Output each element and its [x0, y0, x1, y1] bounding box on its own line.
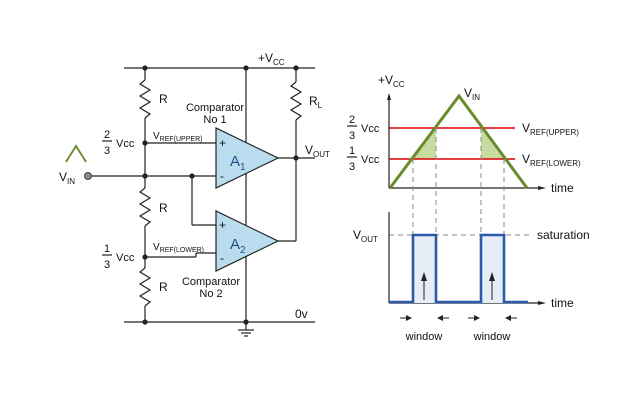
svg-text:VREF(UPPER): VREF(UPPER): [153, 131, 202, 143]
comparator-2-symbol: A: [230, 236, 240, 253]
comparator-1-title: Comparator: [186, 102, 244, 114]
svg-text:VOUT: VOUT: [353, 228, 378, 244]
window-label-1: window: [405, 331, 443, 343]
circuit-vref-lower-label: V: [153, 242, 160, 253]
comparator-2: [215, 210, 280, 272]
comparator-1-number: No 1: [203, 114, 226, 126]
svg-text:3: 3: [104, 145, 110, 157]
resistor-bottom: [138, 267, 152, 307]
svg-text:A2: A2: [230, 236, 246, 256]
graph-vout-label: V: [353, 228, 361, 242]
graph-lower-fraction: 1 3 Vcc: [347, 145, 380, 173]
window-marker-1: [400, 315, 449, 321]
comparator-1: [215, 127, 280, 189]
time-arrow-icon: [538, 301, 546, 305]
graph-saturation-label: saturation: [537, 228, 590, 242]
svg-text:+VCC: +VCC: [258, 51, 285, 67]
svg-text:RL: RL: [309, 94, 323, 110]
vout-square-wave: [389, 233, 528, 304]
comparator-2-title: Comparator: [182, 276, 240, 288]
output-pulse-2: [481, 235, 504, 303]
svg-text:Vcc: Vcc: [116, 138, 135, 150]
svg-text:2: 2: [104, 129, 110, 141]
circuit-vcc-label: +V: [258, 51, 273, 65]
svg-text:Vcc: Vcc: [361, 154, 380, 166]
window-up-arrow-icon: [421, 272, 427, 281]
vin-terminal: [84, 172, 92, 180]
svg-text:3: 3: [349, 161, 355, 173]
svg-text:VIN: VIN: [59, 170, 75, 186]
window-label-2: window: [473, 331, 511, 343]
circuit-lower-fraction: 1 3 Vcc: [102, 243, 135, 271]
circuit-vin-label: V: [59, 170, 67, 184]
output-pulse-1: [413, 235, 436, 303]
load-resistor: [289, 81, 303, 121]
svg-text:VOUT: VOUT: [305, 143, 330, 159]
comparator-2-number: No 2: [199, 288, 222, 300]
svg-text:A1: A1: [230, 153, 246, 173]
comparator-1-plus: +: [219, 136, 226, 150]
svg-text:VIN: VIN: [464, 86, 480, 102]
svg-text:1: 1: [104, 243, 110, 255]
circuit-vref-upper-label: V: [153, 131, 160, 142]
waveform-graphs: +VCC VIN 2 3 Vcc 1 3 Vcc VREF(UPPER) VRE…: [347, 73, 590, 343]
svg-text:1: 1: [349, 145, 355, 157]
svg-text:2: 2: [349, 114, 355, 126]
ground-icon: [238, 329, 254, 337]
svg-text:Vcc: Vcc: [361, 123, 380, 135]
resistor-top: [138, 79, 152, 119]
window-up-arrow-icon: [489, 272, 495, 281]
graph-time-label-bottom: time: [551, 296, 574, 310]
svg-text:VREF(LOWER): VREF(LOWER): [522, 152, 581, 168]
svg-text:3: 3: [104, 259, 110, 271]
time-arrow-icon: [538, 186, 546, 190]
svg-text:Vcc: Vcc: [116, 252, 135, 264]
circuit-upper-fraction: 2 3 Vcc: [102, 129, 135, 157]
window-marker-2: [468, 315, 517, 321]
resistor-middle: [138, 187, 152, 227]
resistor-bottom-label: R: [159, 280, 168, 294]
comparator-1-symbol: A: [230, 153, 240, 170]
circuit-vout-label: V: [305, 143, 313, 157]
svg-text:+VCC: +VCC: [378, 73, 405, 89]
svg-text:VREF(LOWER): VREF(LOWER): [153, 242, 204, 254]
load-resistor-label: R: [309, 94, 318, 108]
graph-vref-upper-label: V: [522, 121, 530, 135]
circuit-ground-label: 0v: [295, 307, 308, 321]
circuit-diagram: +VCC 0v R R R RL VIN VOUT 2 3 Vcc 1 3 Vc…: [59, 51, 330, 337]
resistor-top-label: R: [159, 92, 168, 106]
vin-triangle-icon: [65, 144, 87, 163]
comparator-2-minus: -: [220, 251, 224, 265]
graph-upper-fraction: 2 3 Vcc: [347, 114, 380, 142]
vin-triangle-wave: [388, 93, 529, 189]
graph-time-label-top: time: [551, 181, 574, 195]
graph-vcc-label: +V: [378, 73, 393, 87]
comparator-1-minus: -: [220, 169, 224, 183]
resistor-middle-label: R: [159, 201, 168, 215]
graph-vin-label: V: [464, 86, 472, 100]
svg-text:VREF(UPPER): VREF(UPPER): [522, 121, 579, 137]
graph-vref-lower-label: V: [522, 152, 530, 166]
svg-text:3: 3: [349, 130, 355, 142]
comparator-2-plus: +: [219, 218, 226, 232]
